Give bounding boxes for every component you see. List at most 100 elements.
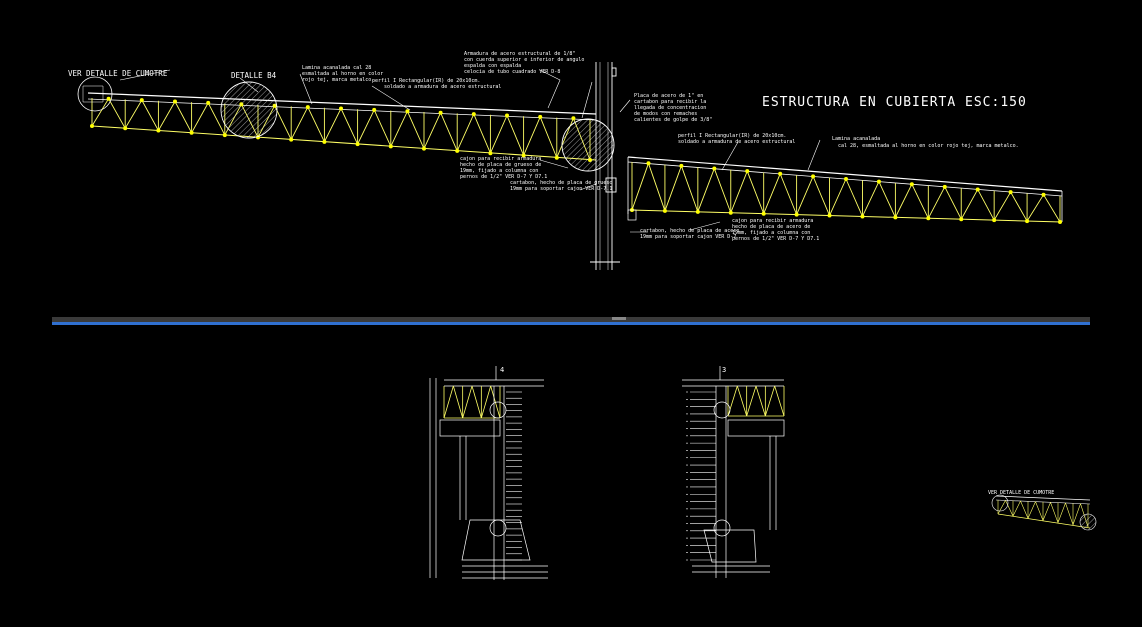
svg-text:19mm para soportar cajon VER D: 19mm para soportar cajon VER D-7 — [640, 234, 736, 240]
note-perfil-right: perfil I Rectangular(IR) de 20x10cm. sol… — [678, 133, 795, 145]
truss-node — [156, 128, 161, 133]
truss-node — [926, 216, 931, 221]
truss-node — [139, 98, 144, 103]
truss-node — [942, 184, 947, 189]
note-cartabon-right: cartabon, hecho de placa de acero 19mm p… — [640, 228, 739, 240]
truss-node — [355, 142, 360, 147]
truss-node — [975, 187, 980, 192]
truss-node — [745, 169, 750, 174]
label-ver-detalle: VER DETALLE DE CUMOTRE — [68, 69, 168, 78]
label-detalle-b4: DETALLE B4 — [231, 71, 277, 80]
svg-text:cartabon, hecho de placa de ac: cartabon, hecho de placa de acero — [640, 228, 739, 234]
viewport-divider[interactable] — [52, 317, 1090, 325]
svg-text:Armadura de acero estructural: Armadura de acero estructural de 1/8" — [464, 51, 575, 57]
truss-node — [959, 217, 964, 222]
truss-node — [206, 100, 211, 105]
svg-text:soldado a armadura de acero es: soldado a armadura de acero estructural — [678, 139, 795, 145]
truss-node — [488, 151, 493, 156]
svg-text:pernos de 1/2" VER D-7 Y D7.1: pernos de 1/2" VER D-7 Y D7.1 — [460, 174, 547, 180]
truss-node — [455, 148, 460, 153]
svg-text:de modos con remaches: de modos con remaches — [634, 111, 697, 117]
svg-text:espalda con espalda: espalda con espalda — [464, 63, 521, 69]
svg-text:cajon para recibir armadura: cajon para recibir armadura — [460, 156, 541, 162]
truss-node — [422, 146, 426, 151]
truss-node — [1008, 190, 1013, 195]
truss-node — [811, 174, 816, 179]
truss-node — [554, 155, 559, 160]
truss-node — [189, 130, 194, 135]
truss-node — [909, 182, 914, 187]
label-ver-detalle-small: VER DETALLE DE CUMOTRE — [988, 490, 1054, 496]
svg-text:19mm para soportar cajon VER D: 19mm para soportar cajon VER D-7.1 — [510, 186, 612, 192]
note-cartabon-left: cartabon, hecho de placa de grueso 19mm … — [510, 180, 612, 192]
truss-node — [339, 106, 343, 111]
svg-text:pernos de 1/2" VER D-7 Y D7.1: pernos de 1/2" VER D-7 Y D7.1 — [732, 236, 819, 242]
truss-node — [728, 210, 733, 215]
roof-structure-elevation: ESTRUCTURA EN CUBIERTA ESC:150 — [68, 51, 1063, 270]
svg-text:celocia de tubo cuadrado VER D: celocia de tubo cuadrado VER D-8 — [464, 69, 560, 75]
svg-text:con cuerda superior e inferior: con cuerda superior e inferior de angulo — [464, 57, 584, 63]
drawing-title: ESTRUCTURA EN CUBIERTA ESC:150 — [762, 95, 1027, 110]
right-truss — [627, 156, 1063, 224]
truss-node — [712, 166, 717, 171]
truss-node — [521, 153, 526, 158]
detail-circle-b4 — [220, 81, 278, 139]
leader-lines — [119, 69, 821, 233]
truss-node — [827, 213, 832, 218]
truss-node — [322, 139, 327, 144]
svg-text:hecho de placa de acero de: hecho de placa de acero de — [732, 224, 810, 230]
truss-node — [778, 171, 783, 176]
section-detail-left: 4 — [429, 366, 548, 580]
truss-node — [471, 112, 476, 117]
svg-text:cartabon para recibir la: cartabon para recibir la — [634, 99, 706, 105]
detail-circle-cumbrera — [77, 76, 113, 112]
svg-text:cajon para recibir armadura: cajon para recibir armadura — [732, 218, 813, 224]
truss-node — [505, 113, 509, 118]
truss-node — [1041, 192, 1046, 197]
truss-node — [695, 209, 700, 214]
svg-text:Lamina acanalada cal 28: Lamina acanalada cal 28 — [302, 65, 371, 71]
svg-text:perfil I Rectangular(IR) de 20: perfil I Rectangular(IR) de 20x10cm. — [678, 133, 786, 139]
section-detail-right: 3 — [682, 366, 785, 578]
truss-node — [1058, 220, 1062, 224]
note-cajon-left: cajon para recibir armadura hecho de pla… — [460, 156, 547, 180]
truss-node — [305, 105, 310, 110]
truss-node — [123, 126, 128, 131]
truss-node — [438, 110, 443, 115]
left-truss — [87, 92, 597, 162]
truss-node — [405, 109, 410, 114]
truss-thumbnail: VER DETALLE DE CUMOTRE — [988, 490, 1097, 531]
truss-node — [289, 137, 294, 142]
svg-text:cartabon, hecho de placa de gr: cartabon, hecho de placa de grueso — [510, 180, 612, 186]
svg-text:perfil I Rectangular(IR) de 20: perfil I Rectangular(IR) de 20x10cm. — [372, 78, 480, 84]
truss-node — [662, 208, 667, 213]
svg-text:calientes de golpe de 3/8": calientes de golpe de 3/8" — [634, 117, 712, 123]
truss-node — [992, 218, 997, 223]
truss-node — [844, 177, 848, 181]
svg-text:llegada de concentracion: llegada de concentracion — [634, 105, 706, 111]
truss-node — [761, 211, 766, 216]
note-cajon-right: cajon para recibir armadura hecho de pla… — [732, 218, 819, 242]
note-lamina-left: Lamina acanalada cal 28 esmaltada al hor… — [302, 65, 383, 83]
svg-text:soldado a armadura de acero es: soldado a armadura de acero estructural — [384, 84, 501, 90]
truss-node — [372, 107, 377, 112]
section-tag-right: 3 — [722, 366, 726, 374]
truss-node — [90, 124, 94, 128]
truss-node — [1025, 219, 1030, 224]
truss-node — [646, 161, 651, 166]
truss-node — [876, 179, 881, 184]
truss-node — [679, 163, 684, 168]
truss-node — [794, 212, 799, 217]
note-armadura: Armadura de acero estructural de 1/8" co… — [464, 51, 584, 75]
svg-text:19mm, fijado a columna con: 19mm, fijado a columna con — [732, 230, 810, 236]
truss-node — [538, 114, 543, 119]
note-perfil-left: perfil I Rectangular(IR) de 20x10cm. sol… — [372, 78, 501, 90]
truss-node — [893, 215, 898, 220]
svg-text:19mm, fijado a columna con: 19mm, fijado a columna con — [460, 168, 538, 174]
svg-text:Lamina acanalada: Lamina acanalada — [832, 136, 880, 142]
svg-text:esmaltada al horno en color: esmaltada al horno en color — [302, 71, 383, 77]
central-column — [590, 62, 620, 270]
truss-node — [222, 133, 227, 138]
section-tag-left: 4 — [500, 366, 504, 374]
